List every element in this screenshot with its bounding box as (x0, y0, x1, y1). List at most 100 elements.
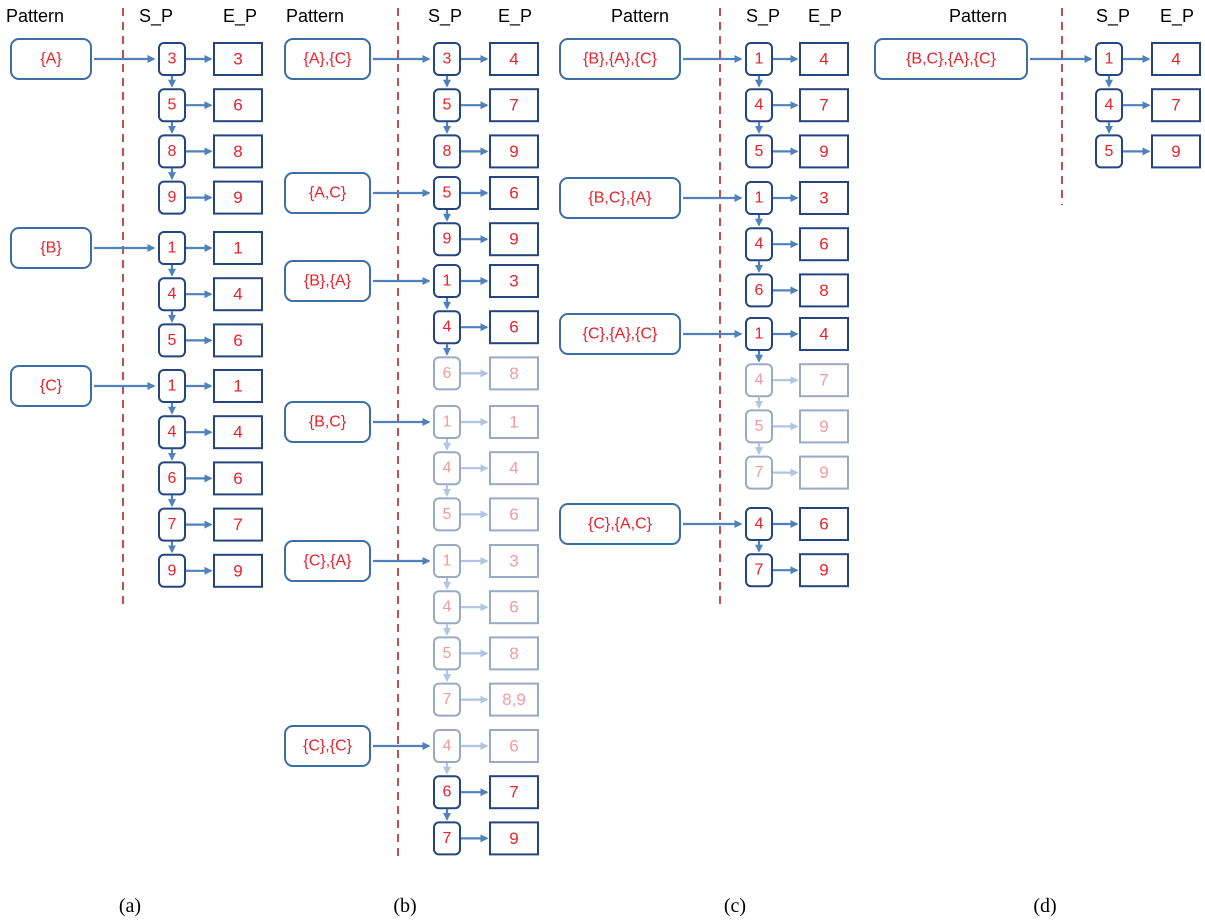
sp-value: 3 (443, 51, 452, 68)
sp-value: 7 (443, 830, 452, 847)
sp-ep-row: 11 (159, 370, 262, 413)
sp-column-header: S_P (428, 6, 462, 27)
ep-value: 3 (509, 552, 518, 571)
pattern-label: {B,C},{A} (588, 190, 652, 207)
ep-value: 6 (509, 184, 518, 203)
pattern-label: {B,C},{A},{C} (906, 51, 997, 68)
sp-value: 9 (443, 231, 452, 248)
sp-value: 5 (443, 506, 452, 523)
sp-ep-row: 68 (746, 274, 848, 306)
sp-value: 7 (443, 691, 452, 708)
sp-value: 8 (443, 143, 452, 160)
ep-value: 9 (819, 417, 828, 436)
pattern-label: {A,C} (309, 185, 347, 202)
ep-value: 9 (233, 561, 242, 580)
sp-value: 4 (755, 372, 764, 389)
ep-value: 6 (819, 515, 828, 534)
ep-value: 7 (1171, 96, 1180, 115)
sp-ep-row: 56 (159, 89, 262, 132)
ep-value: 3 (233, 50, 242, 69)
sp-column-header: S_P (1096, 6, 1130, 27)
pattern-label: {A} (40, 51, 62, 68)
sp-value: 7 (755, 562, 764, 579)
sp-value: 4 (443, 460, 452, 477)
sp-ep-row: 59 (746, 410, 848, 453)
sp-value: 7 (755, 464, 764, 481)
ep-value: 3 (819, 189, 828, 208)
sp-value: 4 (755, 516, 764, 533)
sp-value: 1 (168, 378, 177, 395)
pattern-column-header: Pattern (286, 6, 344, 26)
pattern-group: {C},{A}13465878,9 (285, 541, 538, 716)
sp-ep-row: 47 (746, 364, 848, 407)
sp-value: 4 (755, 97, 764, 114)
pattern-label: {B,C} (309, 414, 347, 431)
sp-value: 9 (168, 562, 177, 579)
pattern-group: {C},{A},{C}14475979 (560, 314, 848, 489)
sp-value: 5 (755, 418, 764, 435)
ep-value: 6 (509, 737, 518, 756)
sp-value: 5 (443, 185, 452, 202)
ep-value: 9 (1171, 142, 1180, 161)
sp-ep-row: 99 (434, 223, 538, 255)
pattern-group: {B},{A}134668 (285, 261, 538, 389)
sp-ep-row: 46 (746, 228, 848, 271)
ep-value: 8 (509, 644, 518, 663)
panel-caption: (b) (393, 895, 416, 917)
sp-ep-row: 33 (159, 43, 262, 86)
ep-value: 4 (509, 50, 518, 69)
ep-value: 7 (819, 371, 828, 390)
ep-value: 3 (509, 272, 518, 291)
ep-column-header: E_P (498, 6, 532, 27)
ep-value: 6 (509, 598, 518, 617)
sp-value: 4 (1105, 97, 1114, 114)
ep-value: 9 (819, 463, 828, 482)
pattern-label: {C},{A},{C} (583, 326, 658, 343)
pattern-group: {B}114456 (11, 228, 262, 356)
sp-ep-row: 56 (434, 498, 538, 530)
ep-value: 8 (233, 142, 242, 161)
sp-ep-row: 56 (434, 177, 538, 220)
ep-value: 4 (233, 285, 242, 304)
ep-value: 1 (233, 377, 242, 396)
pattern-group: {A}33568899 (11, 39, 262, 214)
pattern-label: {C},{A} (303, 553, 352, 570)
pattern-group: {C},{C}466779 (285, 726, 538, 854)
pattern-group: {B,C},{A},{C}144759 (875, 39, 1200, 167)
sp-value: 1 (168, 240, 177, 257)
sp-value: 1 (755, 190, 764, 207)
sp-value: 4 (755, 236, 764, 253)
ep-value: 8,9 (502, 690, 526, 709)
sp-value: 1 (443, 553, 452, 570)
sp-value: 1 (755, 326, 764, 343)
ep-column-header: E_P (808, 6, 842, 27)
ep-value: 1 (509, 413, 518, 432)
sp-value: 6 (443, 365, 452, 382)
ep-value: 7 (819, 96, 828, 115)
pattern-label: {B} (40, 240, 62, 257)
ep-value: 1 (233, 239, 242, 258)
sp-value: 9 (168, 189, 177, 206)
sp-value: 3 (168, 51, 177, 68)
sp-value: 5 (1105, 143, 1114, 160)
sp-ep-row: 13 (746, 182, 848, 225)
ep-column-header: E_P (1160, 6, 1194, 27)
pattern-label: {C},{A,C} (588, 516, 653, 533)
sp-ep-row: 47 (1096, 89, 1200, 132)
ep-value: 4 (509, 459, 518, 478)
sp-value: 5 (443, 645, 452, 662)
pattern-label: {A},{C} (303, 51, 352, 68)
